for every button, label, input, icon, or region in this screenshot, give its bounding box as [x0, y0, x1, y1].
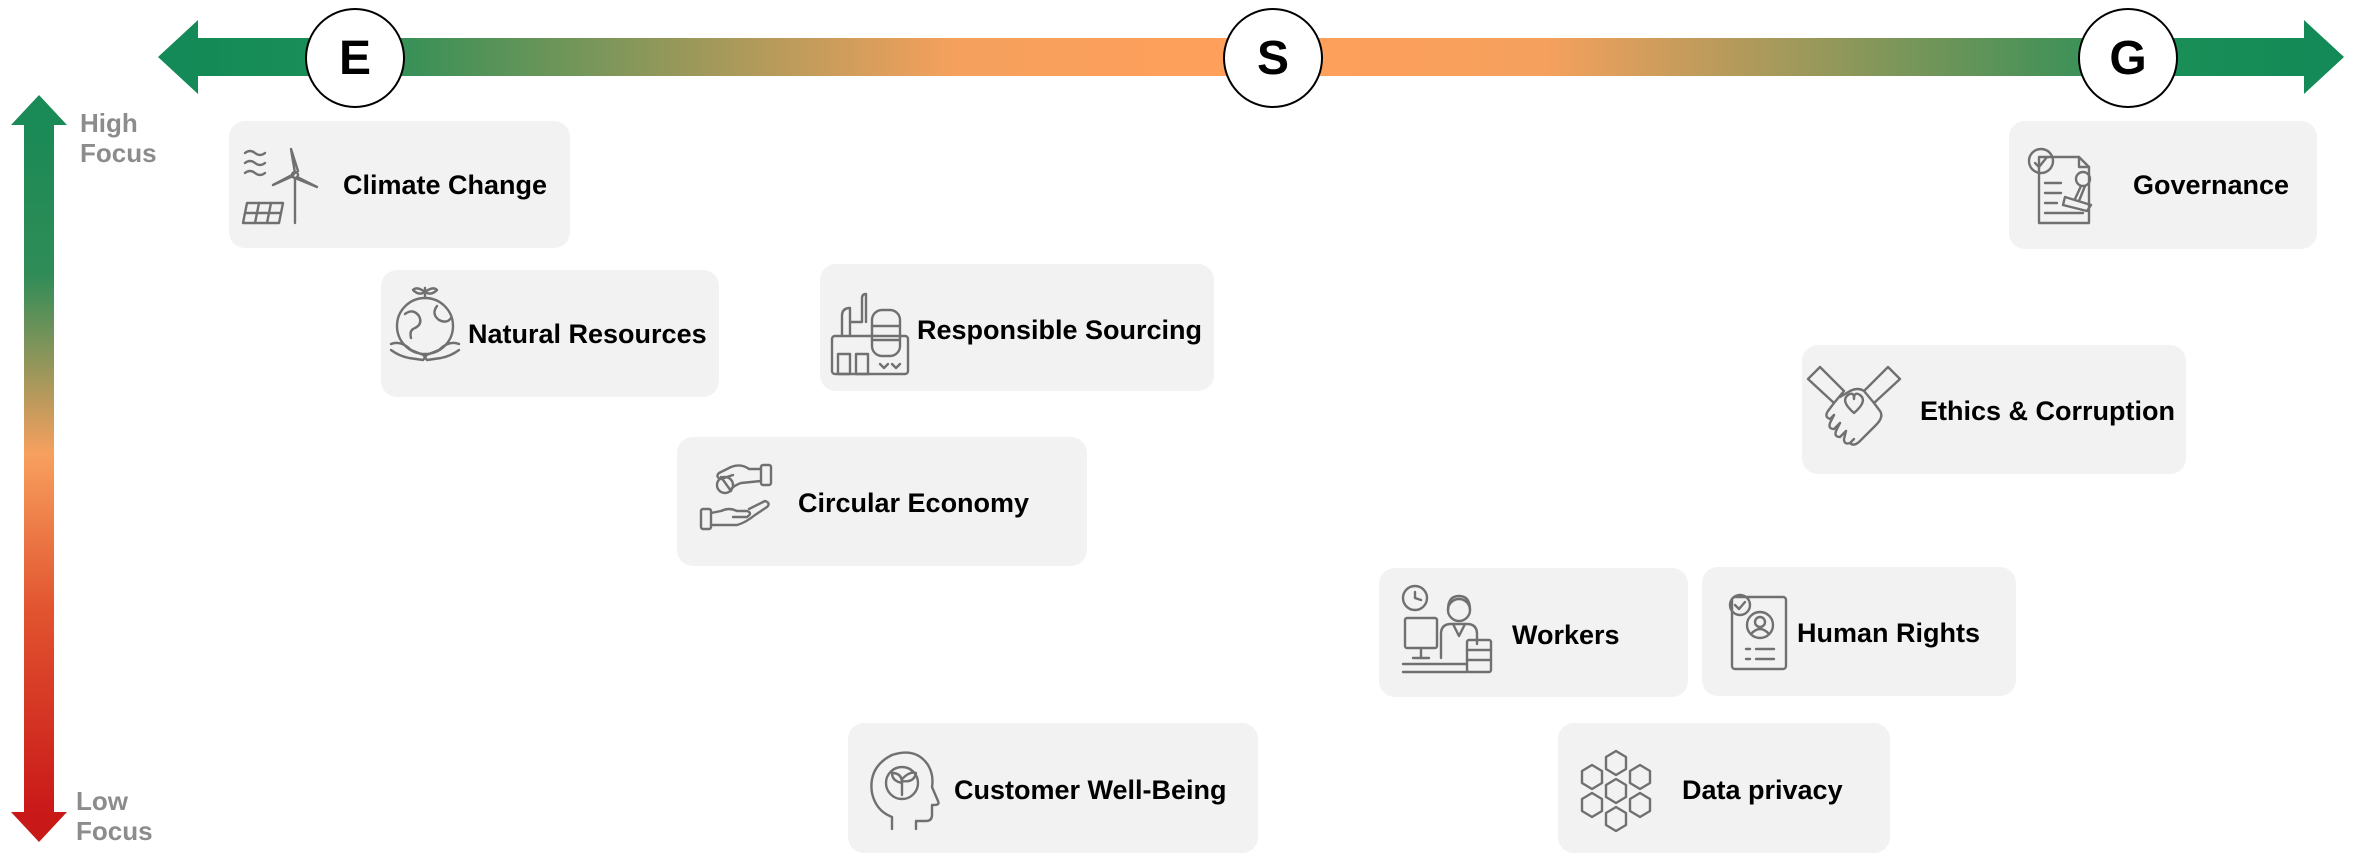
topic-card-natural-resources: Natural Resources [381, 270, 719, 397]
topic-card-climate-change: Climate Change [229, 121, 570, 248]
focus-axis-down-arrowhead [11, 812, 67, 842]
pillar-g-label: G [2109, 31, 2147, 85]
id-document-icon [1726, 593, 1790, 673]
pillar-e-circle: E [305, 8, 405, 108]
topic-label-responsible-sourcing: Responsible Sourcing [917, 315, 1203, 345]
pillar-s-label: S [1256, 31, 1289, 85]
high-focus-line1: High [80, 108, 138, 138]
topic-card-human-rights: Human Rights [1702, 567, 2016, 696]
topic-card-governance: Governance [2009, 121, 2317, 249]
document-stamp-icon [2027, 147, 2103, 227]
globe-hands-icon [385, 284, 465, 364]
topic-card-customer-well-being: Customer Well-Being [848, 723, 1258, 853]
low-focus-line1: Low [76, 786, 128, 816]
topic-card-responsible-sourcing: Responsible Sourcing [820, 264, 1214, 391]
pillar-e-label: E [338, 31, 371, 85]
pillar-s-circle: S [1223, 8, 1323, 108]
topic-label-data-privacy: Data privacy [1682, 775, 1843, 805]
topic-card-circular-economy: Circular Economy [677, 437, 1087, 566]
esg-axis-right-arrowhead [2304, 20, 2344, 94]
topic-label-ethics-corruption: Ethics & Corruption [1920, 396, 2175, 426]
low-focus-line2: Focus [76, 816, 153, 846]
topic-label-climate-change: Climate Change [343, 170, 548, 200]
high-focus-line2: Focus [80, 138, 157, 168]
high-focus-label: High Focus [80, 108, 157, 168]
factory-icon [828, 292, 914, 378]
topic-label-circular-economy: Circular Economy [798, 488, 1030, 518]
topic-label-customer-well-being: Customer Well-Being [954, 775, 1227, 805]
low-focus-label: Low Focus [76, 786, 153, 846]
topic-card-ethics-corruption: Ethics & Corruption [1802, 345, 2186, 474]
wind-solar-icon [239, 143, 323, 227]
topic-label-governance: Governance [2133, 170, 2290, 200]
topic-card-workers: Workers [1379, 568, 1688, 697]
topic-card-data-privacy: Data privacy [1558, 723, 1890, 853]
topic-label-human-rights: Human Rights [1797, 618, 1981, 648]
focus-axis-up-arrowhead [11, 95, 67, 125]
esg-axis-left-arrowhead [158, 20, 198, 94]
worker-desk-icon [1401, 584, 1495, 680]
cube-network-icon [1572, 747, 1660, 835]
topic-label-workers: Workers [1512, 620, 1620, 650]
focus-axis-bar [24, 122, 54, 814]
hand-exchange-icon [697, 459, 775, 537]
topic-label-natural-resources: Natural Resources [468, 319, 707, 349]
head-plant-icon [864, 747, 944, 833]
pillar-g-circle: G [2078, 8, 2178, 108]
handshake-heart-icon [1804, 363, 1904, 455]
